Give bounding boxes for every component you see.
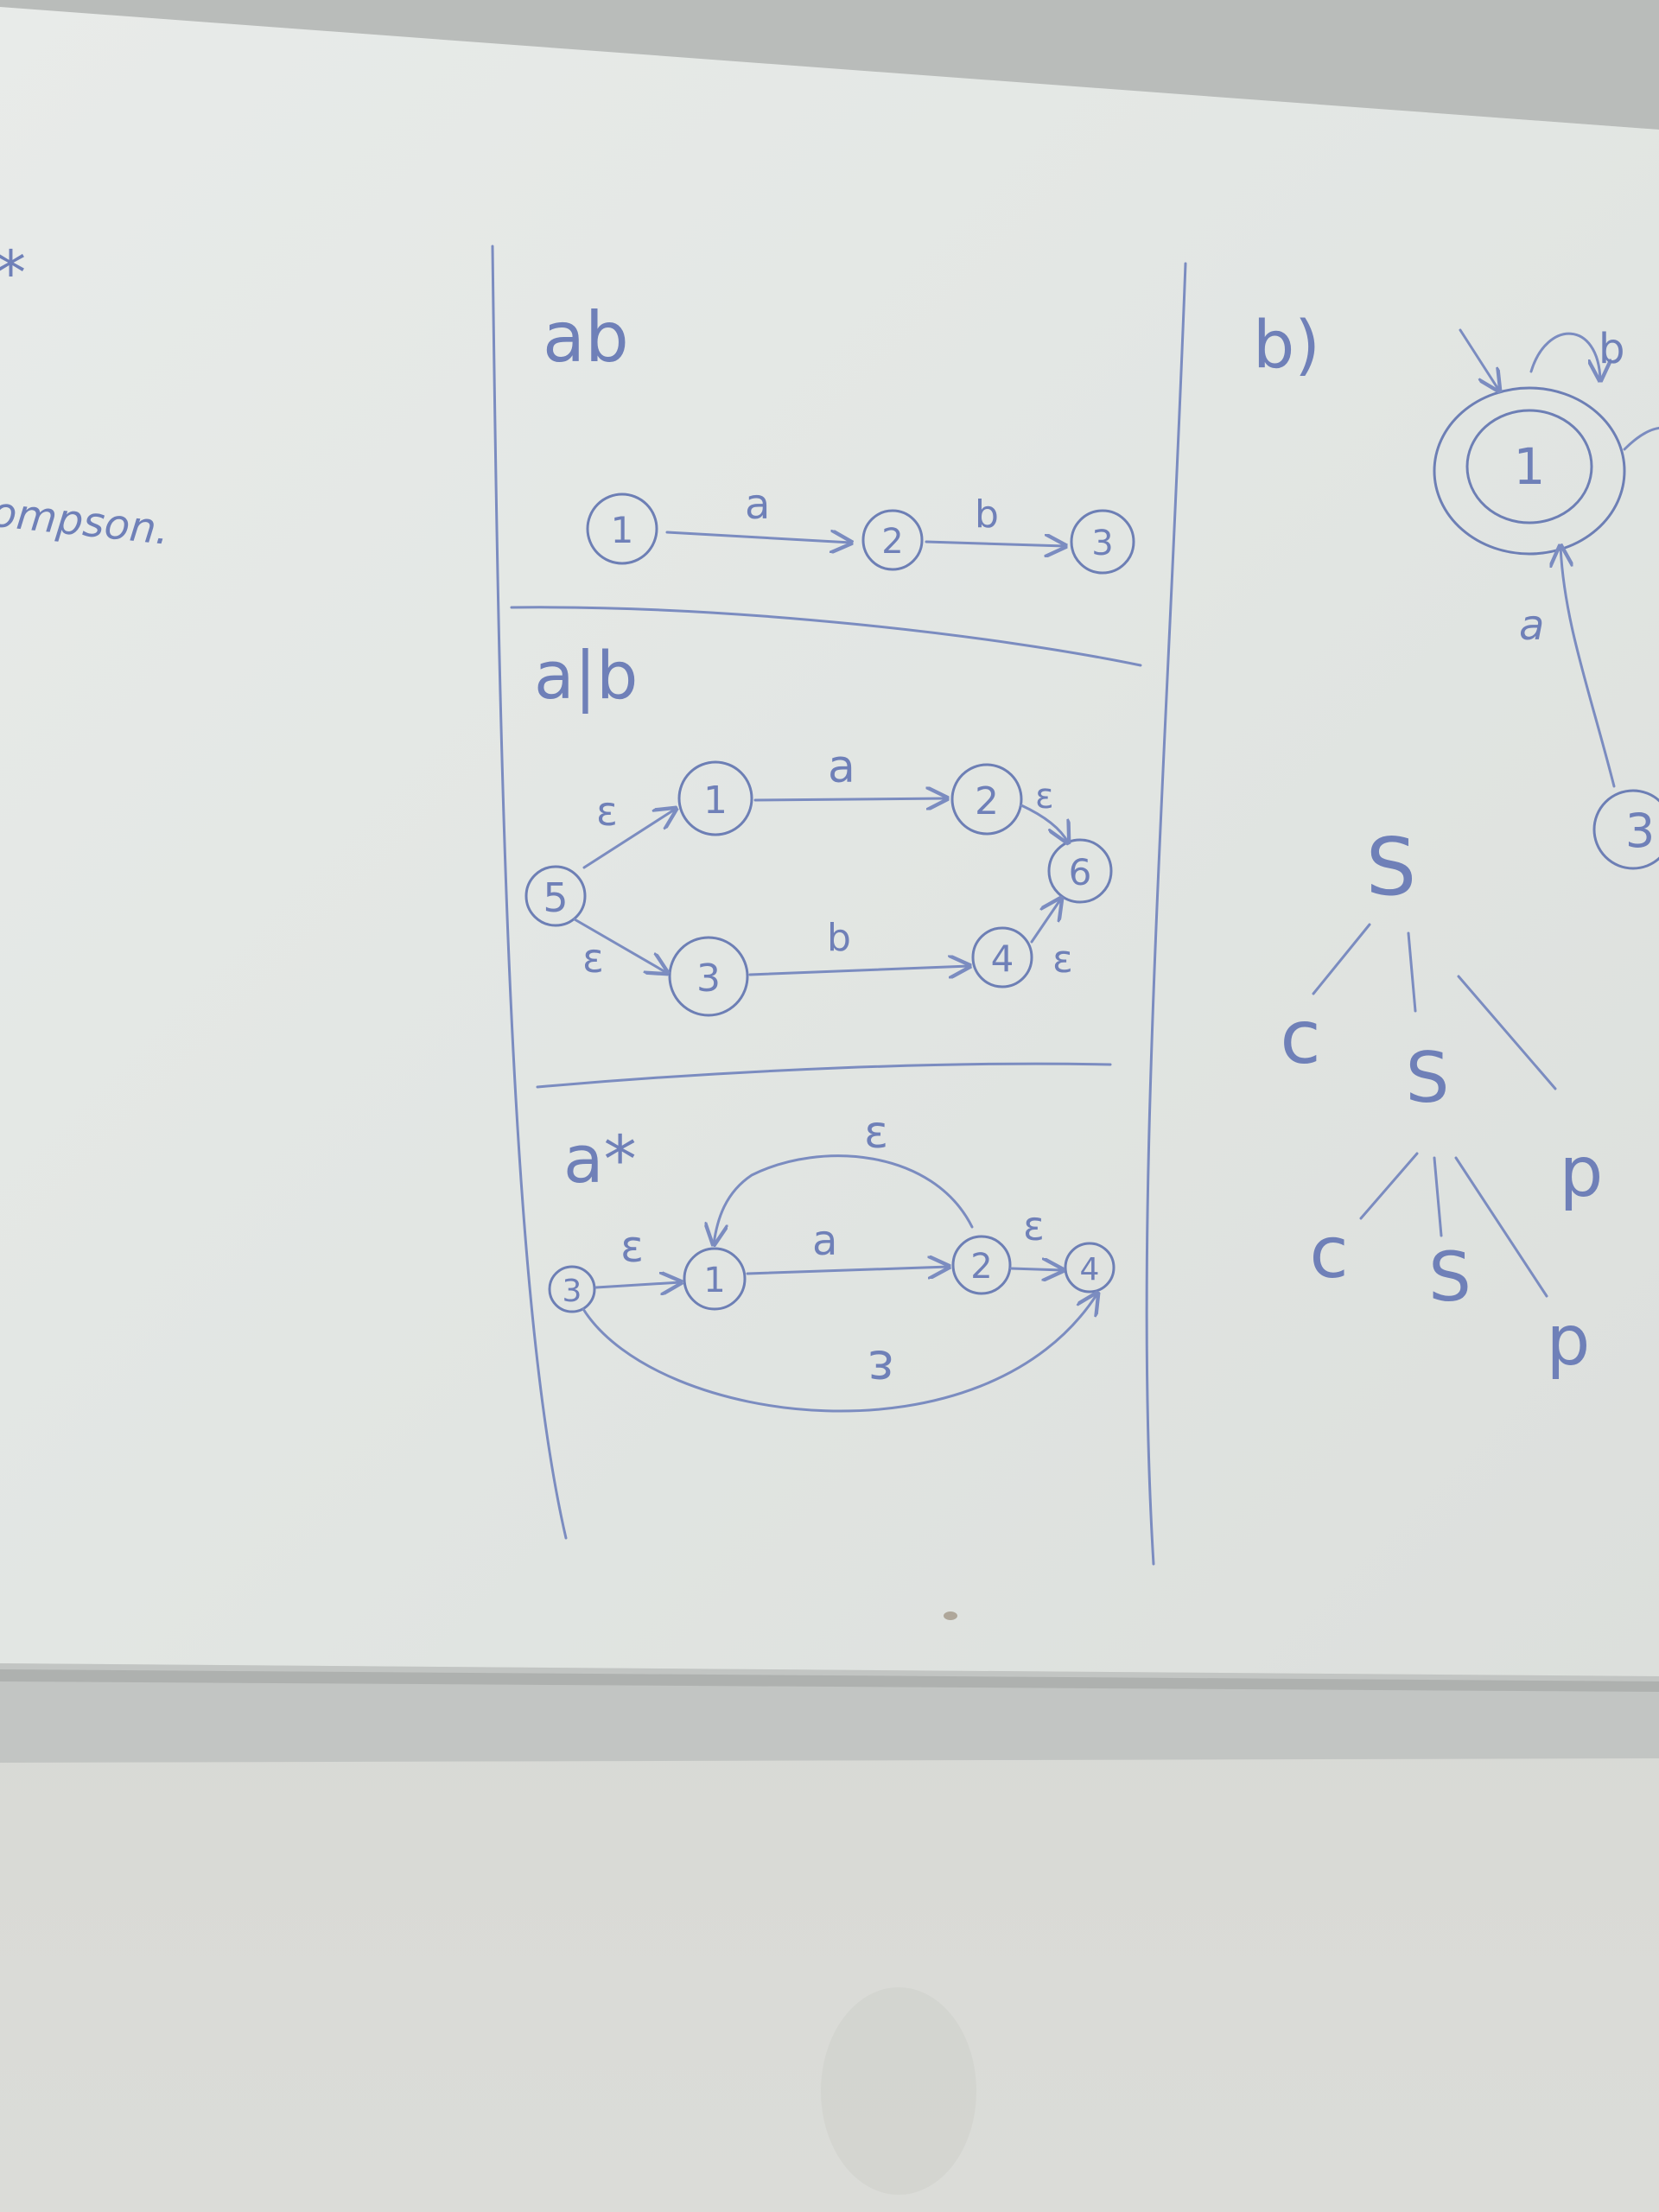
star-edge-1-2-label: a bbox=[812, 1217, 837, 1265]
right-panel: b) 1 b 3 a S c S d c S d bbox=[1253, 306, 1659, 1390]
star-edge-2-1-label: ε bbox=[864, 1107, 888, 1159]
union-edge-3-4 bbox=[748, 966, 969, 975]
star-edge-3-4-bypass bbox=[582, 1294, 1097, 1413]
union-edge-5-1-label: ε bbox=[596, 788, 618, 835]
tree-child-S: S bbox=[1406, 1038, 1450, 1118]
union-state-6-label: 6 bbox=[1069, 851, 1092, 893]
union-state-4-label: 4 bbox=[991, 938, 1014, 980]
concat-state-3 bbox=[1070, 509, 1135, 575]
separator-1 bbox=[510, 606, 1142, 667]
star-edge-3-1-label: ε bbox=[620, 1222, 644, 1272]
concat-state-1 bbox=[586, 493, 658, 565]
union-state-4 bbox=[971, 926, 1033, 988]
star-title: a* bbox=[563, 1121, 637, 1198]
dfa-state-1-label: 1 bbox=[1514, 437, 1546, 496]
union-edge-5-3 bbox=[573, 918, 667, 973]
dfa-self-loop bbox=[1529, 332, 1600, 380]
tree-grandchild-d: d bbox=[1547, 1310, 1591, 1390]
concat-panel: ab 1 2 3 a b bbox=[543, 297, 1135, 575]
union-edge-4-6-label: ε bbox=[1052, 938, 1073, 982]
star-state-3 bbox=[548, 1265, 596, 1313]
star-state-1 bbox=[683, 1247, 747, 1311]
star-edge-3-4-label: ε bbox=[868, 1339, 894, 1398]
dfa-state-3-label: 3 bbox=[1625, 804, 1655, 858]
tree-branch-S-c bbox=[1359, 1152, 1419, 1220]
dfa-edge-3-1-label: a bbox=[1519, 601, 1544, 650]
separator-2 bbox=[536, 1062, 1112, 1089]
union-state-6 bbox=[1047, 838, 1113, 904]
union-edge-2-6-label: ε bbox=[1035, 777, 1054, 817]
tree-grandchild-S: S bbox=[1428, 1239, 1471, 1317]
union-edge-4-6 bbox=[1030, 899, 1061, 944]
union-panel: a|b 5 1 2 3 4 6 ε a ε ε b ε bbox=[524, 637, 1113, 1017]
star-edge-1-2 bbox=[746, 1267, 949, 1274]
union-edge-5-3-label: ε bbox=[582, 935, 604, 982]
union-title: a|b bbox=[534, 637, 638, 715]
tree-branch-root-S bbox=[1407, 931, 1417, 1013]
star-edge-2-1-loop bbox=[714, 1154, 974, 1244]
concat-state-1-label: 1 bbox=[611, 509, 634, 551]
star-state-2-label: 2 bbox=[970, 1247, 992, 1287]
tree-root-S: S bbox=[1366, 821, 1416, 913]
union-state-3 bbox=[668, 936, 749, 1017]
tree-branch-S-S bbox=[1433, 1156, 1443, 1237]
star-state-1-label: 1 bbox=[703, 1261, 725, 1300]
tree-child-c: c bbox=[1280, 995, 1320, 1081]
star-state-4-label: 4 bbox=[1080, 1252, 1100, 1287]
divider-right bbox=[1145, 262, 1187, 1566]
wall-smudge bbox=[821, 1987, 976, 2195]
dfa-state-1-inner bbox=[1465, 409, 1593, 524]
concat-edge-a-label: a bbox=[745, 480, 770, 529]
union-state-1 bbox=[677, 760, 753, 836]
dfa-start-arrow bbox=[1459, 328, 1499, 391]
union-edge-1-2-label: a bbox=[828, 741, 855, 793]
tray-edge bbox=[0, 1669, 1659, 1692]
concat-title: ab bbox=[543, 297, 629, 378]
concat-edge-b bbox=[925, 542, 1065, 546]
dfa-state-3 bbox=[1592, 789, 1659, 870]
right-label: b) bbox=[1253, 306, 1320, 383]
dfa-edge-3-1 bbox=[1560, 546, 1616, 788]
concat-state-3-label: 3 bbox=[1091, 524, 1113, 563]
union-edge-3-4-label: b bbox=[827, 916, 851, 960]
union-state-2-label: 2 bbox=[975, 779, 999, 823]
union-state-3-label: 3 bbox=[696, 957, 721, 1001]
dfa-edge-out bbox=[1623, 426, 1659, 451]
dfa-self-loop-label: b bbox=[1599, 325, 1624, 373]
union-edge-1-2 bbox=[753, 798, 947, 800]
left-star: * bbox=[0, 238, 26, 308]
star-state-3-label: 3 bbox=[563, 1274, 582, 1309]
tray-mark bbox=[944, 1611, 957, 1620]
divider-left bbox=[491, 245, 568, 1540]
concat-edge-b-label: b bbox=[975, 493, 999, 537]
whiteboard-surface bbox=[0, 7, 1659, 1676]
union-state-1-label: 1 bbox=[703, 779, 728, 823]
tree-branch-S-d bbox=[1454, 1156, 1548, 1298]
tree-grandchild-c: c bbox=[1309, 1212, 1348, 1294]
star-edge-3-1 bbox=[594, 1282, 681, 1287]
star-edge-2-4 bbox=[1009, 1268, 1063, 1270]
tree-child-d: d bbox=[1560, 1141, 1604, 1222]
union-edge-2-6 bbox=[1020, 804, 1068, 842]
union-edge-5-1 bbox=[582, 809, 676, 869]
union-state-5 bbox=[524, 865, 587, 927]
star-panel: a* 3 1 2 4 ε a ε ε ε bbox=[548, 1107, 1116, 1413]
tree-branch-root-c bbox=[1312, 923, 1371, 995]
concat-edge-a bbox=[665, 532, 851, 543]
star-edge-2-4-label: ε bbox=[1023, 1203, 1045, 1249]
dfa-state-1-outer bbox=[1433, 386, 1626, 556]
board-top-frame bbox=[0, 0, 1659, 130]
union-state-2 bbox=[950, 763, 1023, 836]
tree-branch-root-d bbox=[1457, 975, 1557, 1090]
star-state-2 bbox=[951, 1235, 1012, 1295]
union-state-5-label: 5 bbox=[543, 874, 568, 921]
concat-state-2-label: 2 bbox=[881, 522, 903, 562]
concat-state-2 bbox=[861, 509, 924, 571]
